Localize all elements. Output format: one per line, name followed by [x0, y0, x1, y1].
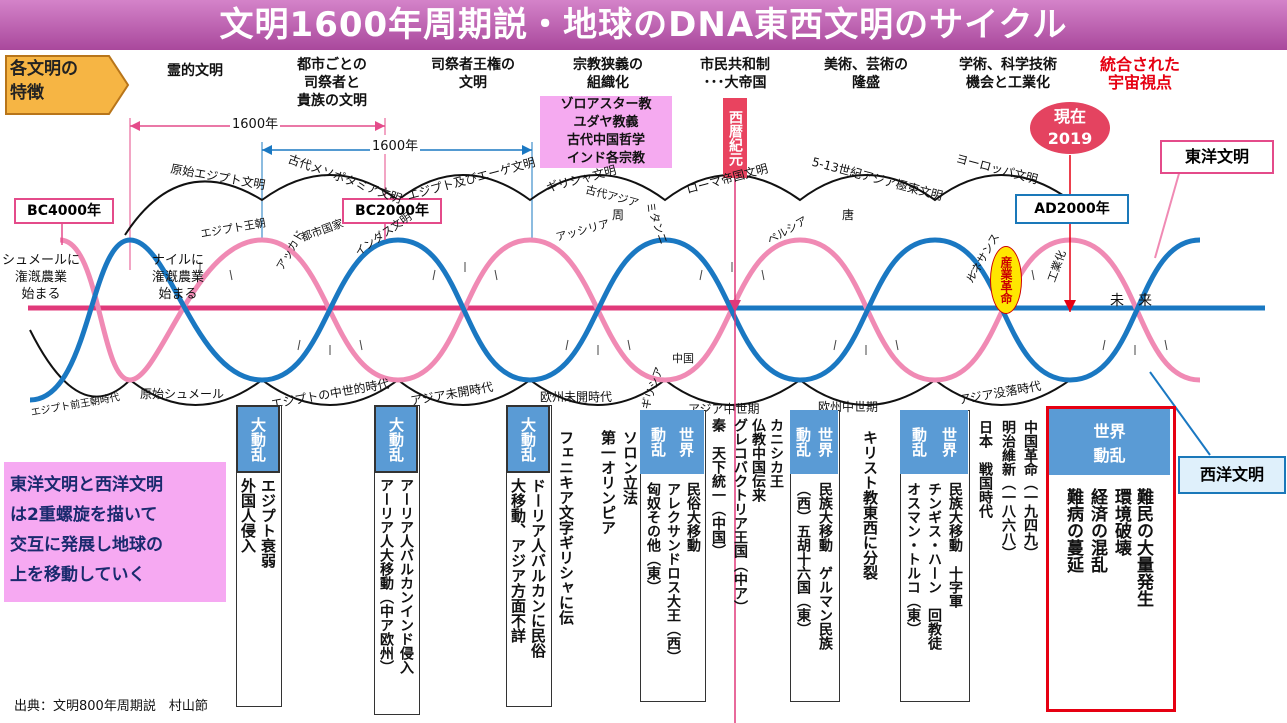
event-2b: アーリア人大移動（中ア欧州）: [378, 478, 394, 674]
sekai-badge-2: 世界 動乱: [790, 410, 838, 474]
sekai-badge-4: 世界 動乱: [1049, 409, 1170, 475]
seiyo-label: 西洋文明: [1178, 456, 1286, 494]
header-spiritual: 霊的文明: [167, 63, 223, 79]
pink-wave-label-6: 唐: [842, 208, 855, 222]
crisis-4: 難病の蔓延: [1063, 488, 1083, 573]
crisis-1: 難民の大量発生: [1133, 488, 1153, 607]
summary-callout: 東洋文明と西洋文明 は2重螺旋を描いて 交互に発展し地球の 上を移動していく: [4, 462, 226, 602]
event-1a: エジプト衰弱: [259, 478, 277, 568]
span-1600-second-label: 1600年: [370, 135, 421, 154]
header-religion: 宗教狭義の 組織化: [573, 57, 643, 91]
blue-wave-label-4: 周: [612, 208, 625, 222]
event-15: 中国革命（一九四九）: [1022, 420, 1038, 560]
feature-arrow: [5, 55, 130, 115]
event-9b: 仏教中国伝来: [750, 418, 766, 502]
event-4: フェニキア文字ギリシャに伝: [557, 430, 575, 625]
event-12b: チンギス・ハーン 回教徒: [926, 482, 942, 650]
dairan-badge-2: 大動乱: [374, 405, 418, 473]
bc2000-box: BC2000年: [342, 198, 442, 224]
toyo-label: 東洋文明: [1160, 140, 1274, 174]
header-city: 都市ごとの 司祭者と 貴族の文明: [297, 57, 367, 109]
sekai-badge-1: 世界 動乱: [640, 410, 704, 474]
event-3a: ドーリア人バルカンに民俗: [529, 478, 547, 658]
crisis-3: 経済の混乱: [1087, 488, 1107, 573]
upper-arcs: [124, 174, 1071, 236]
seireki-label: 西暦紀元: [723, 98, 747, 178]
future-label: 未 来: [1110, 293, 1152, 309]
sangyo-badge: 産業革命: [990, 246, 1022, 314]
religions-box: ゾロアスター教 ユダヤ教義 古代中国哲学 インド各宗教: [540, 96, 672, 168]
event-10a: 民族大移動 ゲルマン民族: [817, 482, 833, 650]
crisis-2: 環境破壊: [1111, 488, 1131, 556]
event-3b: 大移動、アジア方面不詳: [509, 478, 527, 643]
event-10b: （西）五胡十六国（東）: [795, 482, 811, 636]
sumer-note: シュメールに 潅漑農業 始まる: [2, 253, 81, 302]
dial-ticks: [167, 262, 1168, 355]
header-republic: 市民共和制 ･･･大帝国: [700, 57, 770, 91]
event-12c: オスマン・トルコ（東）: [905, 482, 921, 636]
event-2a: アーリア人バルカンインド侵入: [398, 478, 414, 674]
event-6a: 民俗大移動: [685, 482, 701, 552]
feature-label: 各文明の 特徴: [10, 59, 78, 103]
header-unified: 統合された 宇宙視点: [1099, 55, 1180, 92]
event-8: グレコバクトリア王国（中ア）: [732, 418, 748, 614]
event-12a: 民族大移動 十字軍: [947, 482, 963, 608]
ad2000-box: AD2000年: [1015, 194, 1129, 224]
bc4000-box: BC4000年: [14, 198, 114, 224]
seiyo-pointer: [1149, 371, 1211, 456]
event-11: キリスト教東西に分裂: [861, 430, 879, 580]
nile-note: ナイルに 潅漑農業 始まる: [152, 253, 205, 302]
header-arts: 美術、芸術の 隆盛: [824, 57, 908, 91]
present-oval: 現在 2019: [1030, 102, 1110, 154]
event-7: 秦 天下統一（中国）: [710, 418, 726, 558]
event-1b: 外国人侵入: [239, 478, 257, 553]
event-9a: カニシカ王: [768, 418, 784, 488]
event-6b: アレクサンドロス大王（西）: [665, 482, 681, 664]
page-title: 文明1600年周期説・地球のDNA東西文明のサイクル: [0, 0, 1287, 50]
dairan-badge-1: 大動乱: [236, 405, 280, 473]
lower-label-2: 原始シュメール: [140, 387, 225, 401]
source-note: 出典：文明800年周期説 村山節: [14, 699, 208, 714]
blue-wave-label-5: 中国: [672, 352, 694, 365]
event-5a: ソロン立法: [621, 430, 639, 505]
toyo-pointer: [1154, 169, 1181, 259]
span-1600-first: [129, 118, 386, 270]
event-13: 日本 戦国時代: [977, 420, 993, 518]
span-1600-first-label: 1600年: [230, 113, 281, 132]
event-6c: 匈奴その他（東）: [645, 482, 661, 594]
header-priest-king: 司祭者王権の 文明: [431, 57, 515, 91]
event-14: 明治維新（一八六八）: [1000, 420, 1016, 560]
event-5b: 第一オリンピア: [599, 430, 617, 535]
lower-label-5: 欧州未開時代: [540, 390, 613, 404]
sekai-badge-3: 世界 動乱: [900, 410, 968, 474]
dairan-badge-3: 大動乱: [506, 405, 550, 473]
header-science: 学術、科学技術 機会と工業化: [959, 57, 1057, 91]
